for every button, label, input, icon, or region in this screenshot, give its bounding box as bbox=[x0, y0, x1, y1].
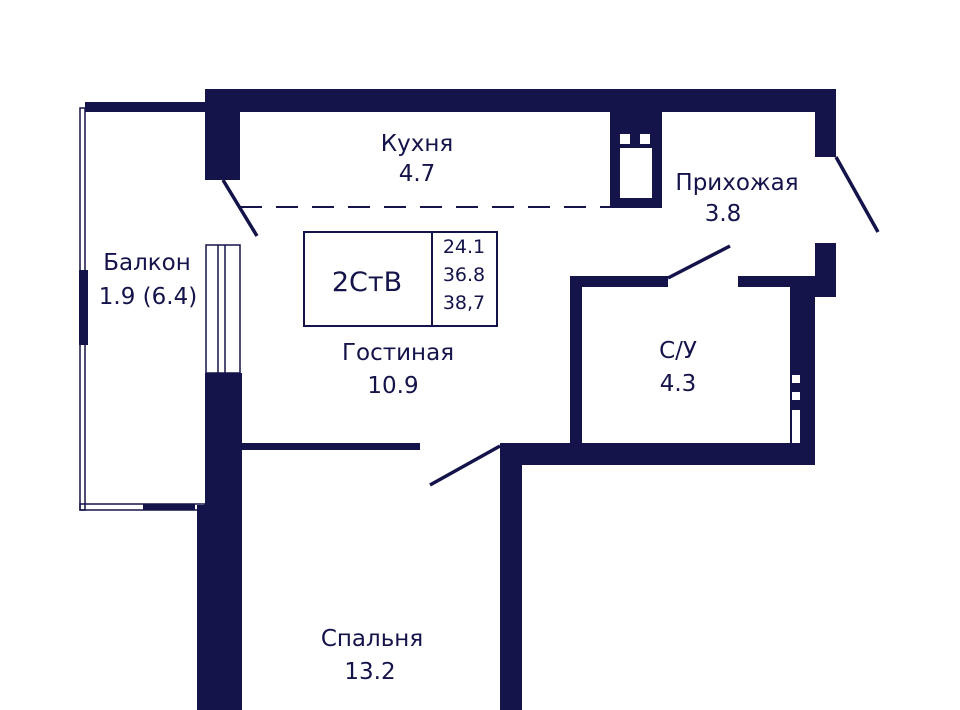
total-area-with-balcony: 38,7 bbox=[443, 292, 485, 314]
bedroom-top-wall bbox=[242, 443, 420, 450]
room-kitchen: Кухня 4.7 bbox=[381, 131, 453, 187]
balcony-bottom-frame bbox=[143, 504, 195, 510]
apartment-info-box: 2СтВ 24.1 36.8 38,7 bbox=[303, 231, 498, 327]
bathroom-top-wall-right bbox=[738, 276, 836, 287]
kitchen-door-swing bbox=[221, 179, 259, 237]
room-area: 4.3 bbox=[660, 371, 697, 397]
room-name: С/У bbox=[659, 338, 697, 364]
room-area: 4.7 bbox=[399, 161, 436, 187]
bathroom-top-wall-left bbox=[570, 276, 668, 287]
total-area: 36.8 bbox=[443, 264, 485, 286]
doors bbox=[221, 156, 880, 487]
top-wall bbox=[205, 89, 836, 112]
ventilation-shaft bbox=[610, 112, 662, 208]
room-area: 3.8 bbox=[705, 201, 742, 227]
entry-wall-upper bbox=[815, 89, 836, 157]
balcony-frame bbox=[79, 270, 88, 345]
room-area: 10.9 bbox=[367, 373, 418, 399]
room-bathroom: С/У 4.3 bbox=[659, 338, 697, 397]
balcony-door bbox=[205, 244, 241, 374]
bathroom-bottom-wall bbox=[500, 443, 815, 465]
room-balcony: Балкон 1.9 (6.4) bbox=[99, 250, 197, 310]
apartment-type-code: 2СтВ bbox=[332, 267, 402, 298]
entry-wall-lower bbox=[815, 243, 836, 297]
bathroom-left-wall bbox=[570, 276, 582, 456]
walls bbox=[79, 89, 836, 710]
bedroom-door-swing bbox=[429, 444, 501, 487]
room-name: Спальня bbox=[321, 626, 423, 652]
bathroom-door-swing bbox=[667, 244, 731, 280]
room-name: Гостиная bbox=[342, 340, 454, 366]
bathroom-vent bbox=[792, 375, 800, 443]
room-living: Гостиная 10.9 bbox=[342, 340, 454, 399]
balcony-top-wall bbox=[85, 102, 210, 112]
bedroom-right-wall bbox=[500, 443, 522, 710]
room-name: Кухня bbox=[381, 131, 453, 157]
room-name: Балкон bbox=[103, 250, 191, 276]
bathroom-right-wall-ext bbox=[795, 297, 815, 352]
room-bedroom: Спальня 13.2 bbox=[321, 626, 423, 685]
room-area: 1.9 (6.4) bbox=[99, 284, 197, 310]
room-area: 13.2 bbox=[344, 659, 395, 685]
left-wall-base bbox=[197, 505, 242, 710]
room-hallway: Прихожая 3.8 bbox=[675, 170, 798, 227]
room-name: Прихожая bbox=[675, 170, 798, 196]
kitchen-pillar bbox=[205, 89, 240, 180]
living-area: 24.1 bbox=[443, 236, 485, 258]
entrance-door-swing bbox=[834, 156, 880, 233]
